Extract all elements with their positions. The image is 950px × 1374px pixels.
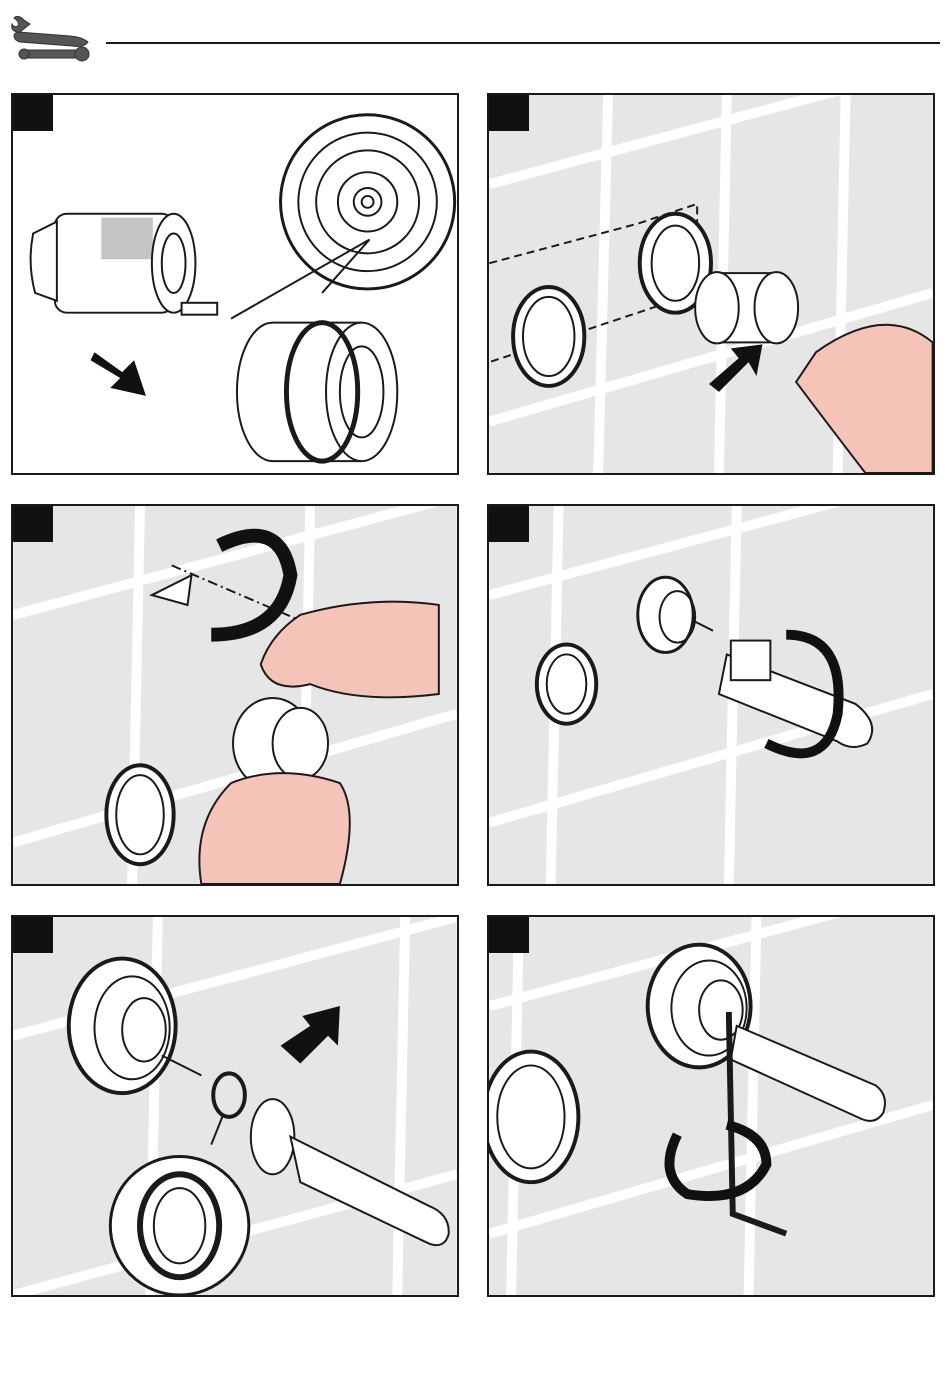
insert-cartridge-illustration — [489, 95, 933, 473]
step-number-badge — [13, 95, 53, 131]
hex-key-fasten-illustration — [489, 917, 933, 1295]
attach-handle-illustration — [13, 917, 457, 1295]
wrench-tighten-illustration — [489, 506, 933, 884]
step-panel-1 — [11, 93, 459, 475]
step-number-badge — [13, 917, 53, 953]
step-number-badge — [489, 506, 529, 542]
cartridge-exploded-illustration — [13, 95, 457, 473]
step-panel-4 — [487, 504, 935, 886]
hand-tighten-illustration — [13, 506, 457, 884]
step-panel-3 — [11, 504, 459, 886]
step-panel-2 — [487, 93, 935, 475]
header-rule — [106, 42, 940, 44]
step-panel-5 — [11, 915, 459, 1297]
step-number-badge — [13, 506, 53, 542]
wrench-screwdriver-icon — [10, 10, 96, 68]
step-number-badge — [489, 95, 529, 131]
step-number-badge — [489, 917, 529, 953]
step-panel-6 — [487, 915, 935, 1297]
